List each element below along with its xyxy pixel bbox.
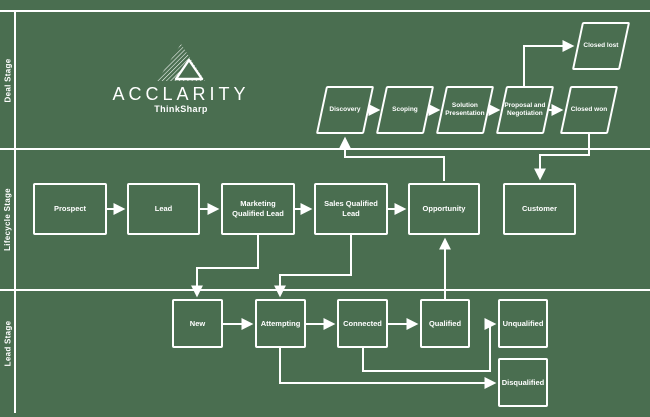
node-label: New — [189, 318, 206, 328]
node-label: Lead — [154, 204, 173, 214]
node-unqualified: Unqualified — [498, 299, 548, 348]
node-attempting: Attempting — [255, 299, 306, 348]
node-customer: Customer — [503, 183, 576, 235]
node-label: Sales Qualified Lead — [324, 199, 378, 218]
node-new: New — [172, 299, 223, 348]
lane-divider-1 — [0, 148, 650, 150]
node-sales-qualified-lead: Sales Qualified Lead — [314, 183, 388, 235]
lane-label-divider — [14, 10, 16, 413]
node-opportunity: Opportunity — [408, 183, 480, 235]
connector-mql-new — [191, 235, 259, 298]
brand-wordmark: ACCLARITY — [112, 84, 250, 104]
node-label: Opportunity — [422, 204, 466, 214]
node-connected: Connected — [337, 299, 388, 348]
node-label: Prospect — [53, 204, 87, 214]
node-label: Unqualified — [502, 318, 544, 328]
node-label: Customer — [521, 204, 557, 214]
connector-sql-attempting — [274, 235, 352, 298]
node-label: Marketing Qualified Lead — [232, 199, 284, 218]
triangle-logo-icon — [157, 44, 205, 81]
lane-divider-2 — [0, 289, 650, 291]
node-label: Attempting — [260, 318, 301, 328]
connector-opportunity-discovery — [339, 136, 445, 181]
brand-tagline: ThinkSharp — [154, 104, 208, 114]
frame-top-border — [0, 10, 650, 12]
node-qualified: Qualified — [420, 299, 470, 348]
connector-connected-unqualified — [362, 318, 497, 372]
connector-attempting-disqualified — [279, 348, 497, 389]
node-prospect: Prospect — [33, 183, 107, 235]
node-label: Disqualified — [501, 377, 545, 387]
node-label: Connected — [343, 318, 382, 328]
node-lead: Lead — [127, 183, 200, 235]
node-disqualified: Disqualified — [498, 358, 548, 407]
node-label: Qualified — [428, 318, 462, 328]
connector-proposal-closedlost — [523, 40, 575, 86]
connector-closedwon-customer — [534, 134, 590, 181]
node-marketing-qualified-lead: Marketing Qualified Lead — [221, 183, 295, 235]
